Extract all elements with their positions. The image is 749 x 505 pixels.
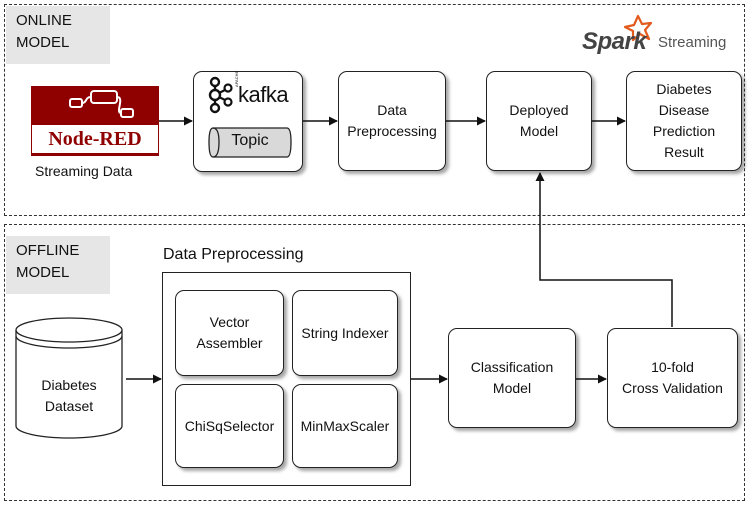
offline-label-line1: OFFLINE	[16, 242, 80, 259]
online-label-line2: MODEL	[16, 34, 70, 51]
online-model-section	[4, 4, 745, 216]
offline-model-label: OFFLINE MODEL	[6, 236, 110, 294]
node-red-label: Node-RED	[31, 124, 159, 154]
streaming-data-label: Streaming Data	[35, 163, 133, 179]
online-label-line1: ONLINE	[16, 12, 72, 29]
kafka-icon	[208, 76, 233, 114]
cross-validation-box: 10-fold Cross Validation	[607, 328, 738, 428]
spark-brand-text: Spark	[582, 28, 647, 55]
online-data-preprocessing-box: Data Preprocessing	[338, 71, 446, 171]
offline-model-section	[4, 224, 745, 501]
deployed-model-box: Deployed Model	[486, 71, 592, 171]
string-indexer-box: String Indexer	[292, 290, 398, 376]
offline-preprocessing-title: Data Preprocessing	[163, 246, 304, 263]
node-red-logo: Node-RED	[31, 86, 159, 156]
prediction-result-box: Diabetes Disease Prediction Result	[626, 71, 742, 171]
kafka-logo: APACHE kafka	[203, 71, 299, 114]
offline-label-line2: MODEL	[16, 264, 70, 281]
kafka-topic-label: Topic	[231, 132, 269, 149]
kafka-topic-icon	[208, 127, 292, 158]
vector-assembler-box: Vector Assembler	[175, 290, 284, 376]
online-model-label: ONLINE MODEL	[6, 6, 110, 64]
spark-streaming-text: Streaming	[658, 34, 727, 51]
chisq-selector-box: ChiSqSelector	[175, 384, 284, 468]
diabetes-dataset-label: Diabetes Dataset	[41, 377, 97, 414]
diabetes-dataset-cylinder	[15, 317, 123, 439]
minmax-scaler-box: MinMaxScaler	[292, 384, 398, 468]
classification-model-box: Classification Model	[448, 328, 576, 428]
arrow-validation-to-deployed	[535, 172, 673, 327]
kafka-name-text: kafka	[238, 82, 289, 107]
spark-star-icon	[623, 14, 653, 42]
spark-streaming-logo: Spark Streaming	[582, 14, 744, 55]
node-red-flow-icon	[69, 90, 134, 118]
